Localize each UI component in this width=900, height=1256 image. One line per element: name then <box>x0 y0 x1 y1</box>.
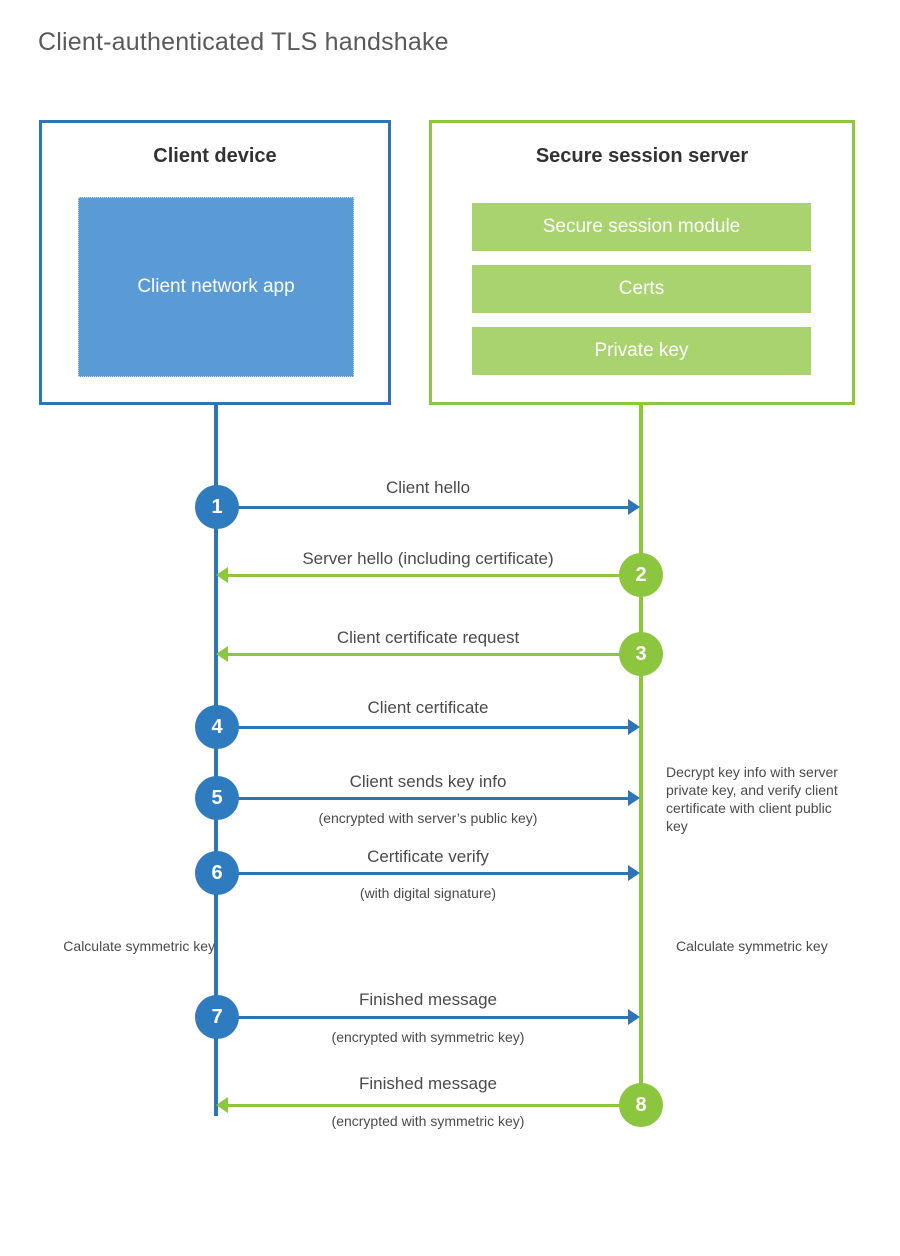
server-module-private-key: Private key <box>472 327 811 375</box>
step-circle-7[interactable]: 7 <box>195 995 239 1039</box>
message-sublabel-7: (encrypted with symmetric key) <box>331 1029 525 1045</box>
server-decrypt-note: Decrypt key info with server private key… <box>666 764 838 834</box>
message-arrow-head-1 <box>628 499 640 515</box>
message-label-8: Finished message <box>359 1074 497 1093</box>
message-label-4: Client certificate <box>367 698 489 717</box>
server-module-certs: Certs <box>472 265 811 313</box>
secure-session-server-box: Secure session server Secure session mod… <box>429 120 855 405</box>
message-arrow-line-8 <box>228 1104 640 1107</box>
server-lifeline <box>639 405 643 1107</box>
step-circle-5[interactable]: 5 <box>195 776 239 820</box>
step-circle-4[interactable]: 4 <box>195 705 239 749</box>
client-network-app-block: Client network app <box>78 197 354 377</box>
message-arrow-head-5 <box>628 790 640 806</box>
client-calculate-symmetric-key-note: Calculate symmetric key <box>63 938 215 954</box>
message-label-1: Client hello <box>385 478 471 497</box>
client-network-app-label: Client network app <box>137 276 295 297</box>
message-arrow-line-5 <box>216 797 628 800</box>
message-arrow-head-8 <box>216 1097 228 1113</box>
message-label-3: Client certificate request <box>336 628 520 647</box>
message-label-7: Finished message <box>359 990 497 1009</box>
message-arrow-line-7 <box>216 1016 628 1019</box>
message-arrow-head-2 <box>216 567 228 583</box>
message-label-2: Server hello (including certificate) <box>302 549 554 568</box>
message-arrow-head-7 <box>628 1009 640 1025</box>
message-arrow-line-2 <box>228 574 640 577</box>
message-label-5: Client sends key info <box>349 772 507 791</box>
message-arrow-line-3 <box>228 653 640 656</box>
message-arrow-head-3 <box>216 646 228 662</box>
message-sublabel-5: (encrypted with server’s public key) <box>318 810 538 826</box>
secure-session-server-title: Secure session server <box>535 145 749 167</box>
message-arrow-head-4 <box>628 719 640 735</box>
client-device-title: Client device <box>153 145 277 167</box>
client-device-box: Client device Client network app <box>39 120 391 405</box>
page-title: Client-authenticated TLS handshake <box>38 28 449 56</box>
message-arrow-head-6 <box>628 865 640 881</box>
step-circle-8[interactable]: 8 <box>619 1083 663 1127</box>
message-arrow-line-1 <box>216 506 628 509</box>
message-label-6: Certificate verify <box>367 847 489 866</box>
step-circle-3[interactable]: 3 <box>619 632 663 676</box>
client-lifeline <box>214 405 218 1116</box>
message-sublabel-8: (encrypted with symmetric key) <box>331 1113 525 1129</box>
step-circle-1[interactable]: 1 <box>195 485 239 529</box>
step-circle-2[interactable]: 2 <box>619 553 663 597</box>
message-arrow-line-4 <box>216 726 628 729</box>
server-calculate-symmetric-key-note: Calculate symmetric key <box>676 938 828 954</box>
step-circle-6[interactable]: 6 <box>195 851 239 895</box>
message-arrow-line-6 <box>216 872 628 875</box>
message-sublabel-6: (with digital signature) <box>359 885 497 901</box>
server-module-secure-session-module: Secure session module <box>472 203 811 251</box>
